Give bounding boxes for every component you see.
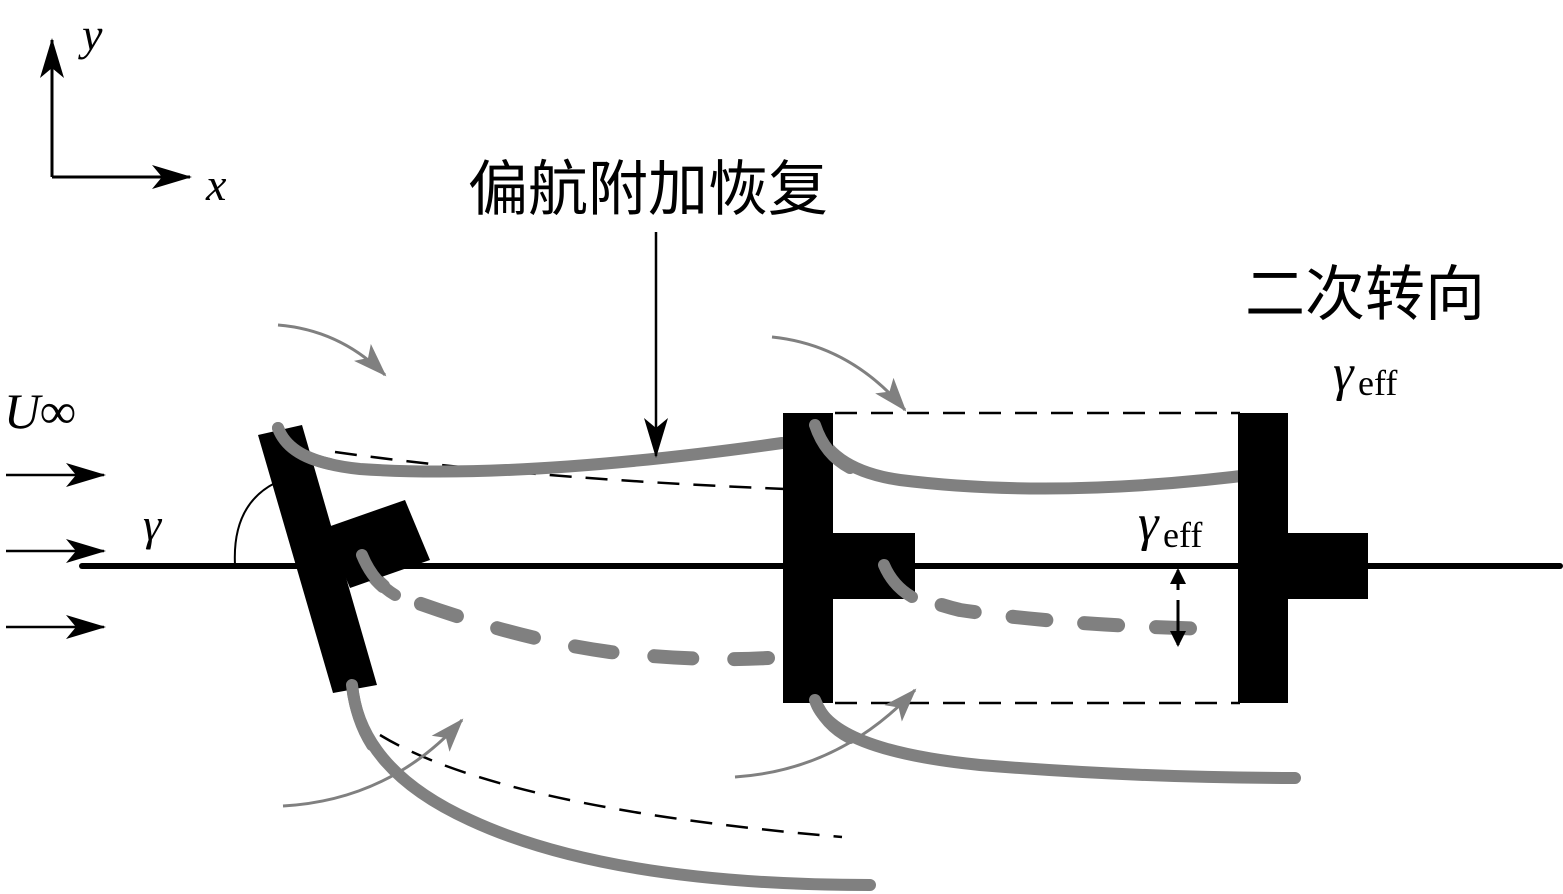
- x-axis-label: x: [205, 159, 227, 210]
- wake-edge-lower-1: [346, 679, 876, 891]
- eff-subscript: eff: [1358, 363, 1397, 403]
- wake-edge-overlay: [878, 559, 918, 603]
- turbine-1-nacelle: [325, 500, 430, 588]
- flow-arrow: [277, 323, 387, 377]
- wake-edge-overlay: [356, 549, 401, 601]
- wake-edge-overlays: [272, 419, 918, 751]
- wake-edge-overlay: [809, 694, 856, 744]
- flow-arrows: [277, 323, 917, 808]
- turbine-3-nacelle: [1285, 533, 1368, 599]
- coordinate-axes: y x: [40, 9, 227, 210]
- turbine-middle: [783, 413, 915, 703]
- wake-lower-boundary-1: [379, 733, 843, 839]
- freestream: U∞: [4, 383, 106, 639]
- wake-centerline-1: [355, 548, 775, 667]
- wake-edge-upper-2: [809, 419, 1271, 495]
- gamma-symbol: γ: [1138, 495, 1160, 552]
- wake-upper-boundary-1: [334, 450, 786, 491]
- gamma-eff-offset: γ eff: [1138, 495, 1202, 647]
- flow-arrow: [771, 335, 907, 412]
- freestream-label: U∞: [4, 383, 76, 439]
- turbine-2-rotor: [783, 413, 833, 703]
- secondary-steering-label: 二次转向: [1245, 262, 1485, 328]
- eff-subscript: eff: [1163, 515, 1202, 555]
- wake-edge-overlay: [809, 419, 856, 474]
- wake-edge-lower-2: [809, 694, 1301, 784]
- wake-edge-overlay: [346, 679, 378, 751]
- wake-edge-overlay: [272, 422, 336, 470]
- wake-centerline-2: [877, 558, 1217, 636]
- turbine-downstream: [1238, 413, 1368, 703]
- flow-arrow: [282, 718, 464, 808]
- wake-boundaries: [334, 411, 1240, 839]
- gamma-symbol: γ: [1333, 345, 1355, 402]
- yaw-angle-label: γ: [143, 499, 163, 550]
- gamma-eff-top: γ eff: [1333, 345, 1397, 403]
- turbine-1-rotor: [258, 425, 377, 693]
- wake-recovery-label: 偏航附加恢复: [468, 157, 828, 223]
- y-axis-label: y: [78, 9, 103, 60]
- turbine-upstream: [258, 425, 430, 693]
- turbine-3-rotor: [1238, 413, 1288, 703]
- flow-arrow: [734, 688, 917, 779]
- wake-edge-upper-1: [272, 422, 788, 478]
- yaw-angle-arc: [233, 482, 276, 566]
